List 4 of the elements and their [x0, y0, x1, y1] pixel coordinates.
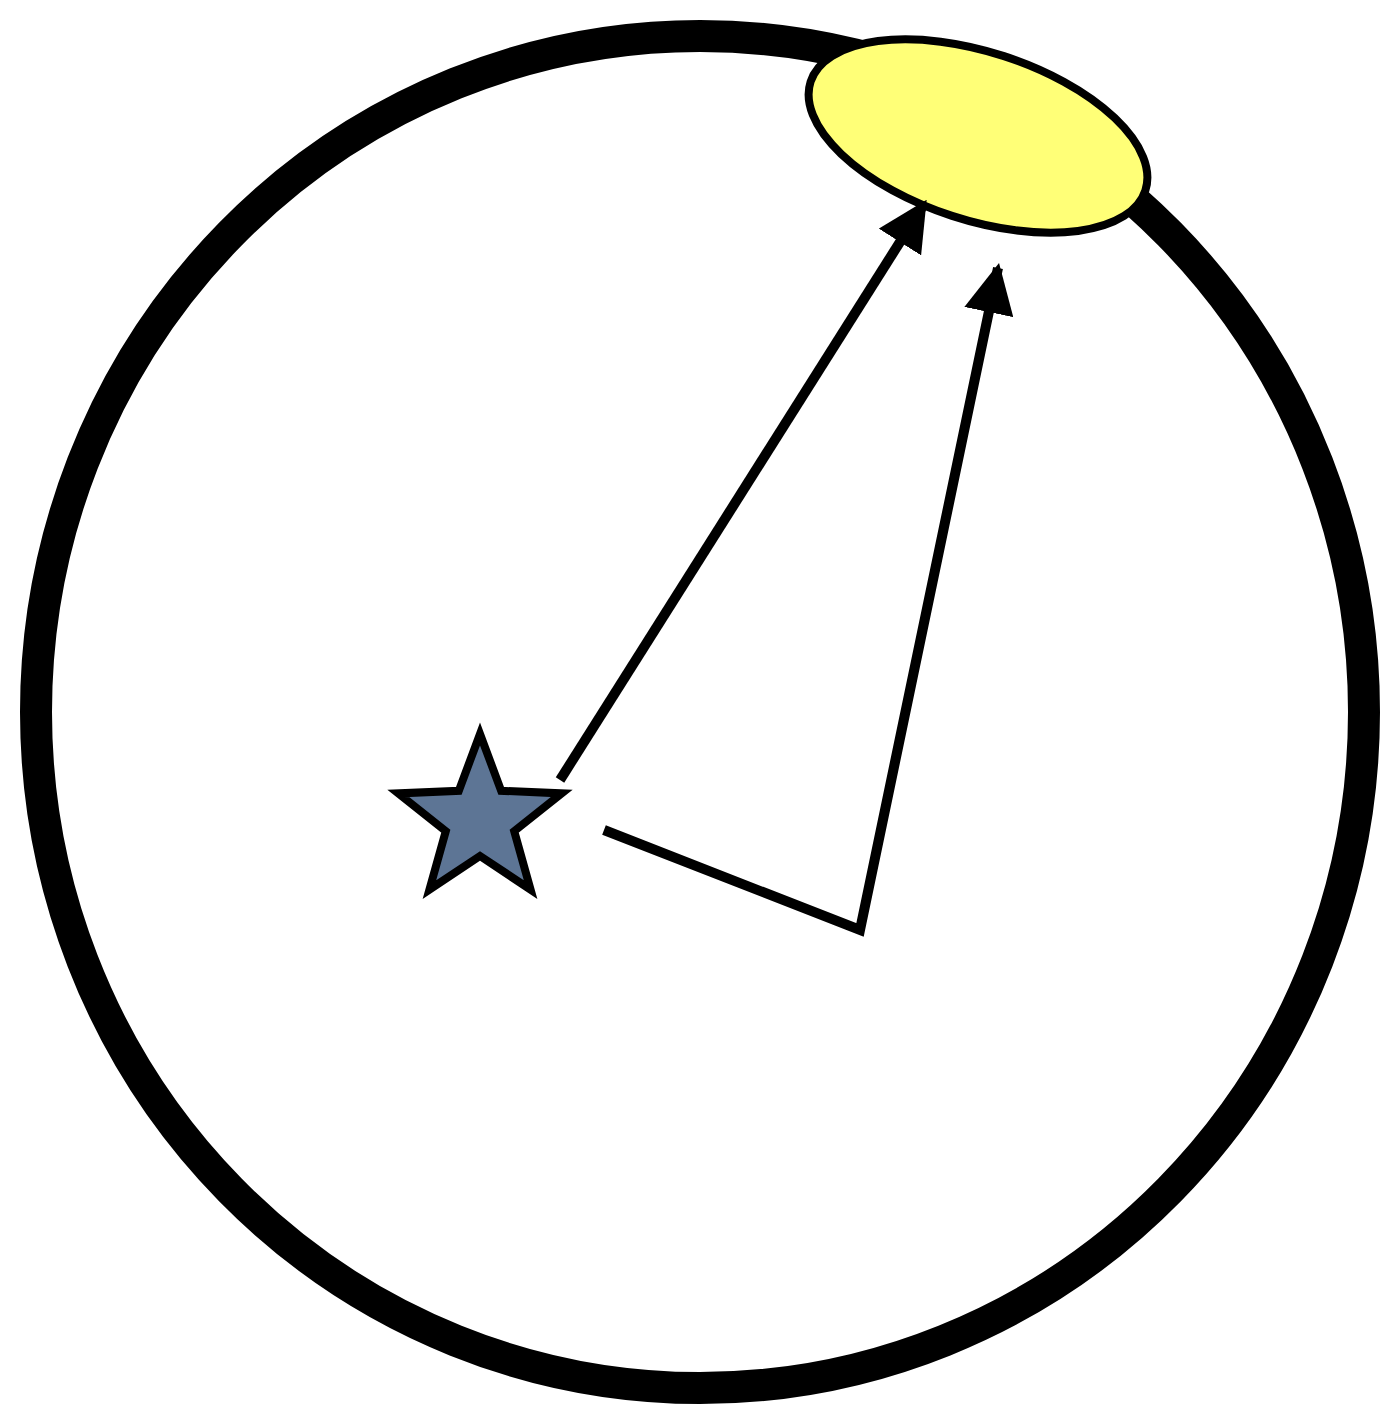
circle-outline: [20, 20, 1380, 1404]
arrow: [555, 199, 929, 783]
arrow: [602, 263, 1014, 937]
star-shape: [392, 724, 568, 904]
